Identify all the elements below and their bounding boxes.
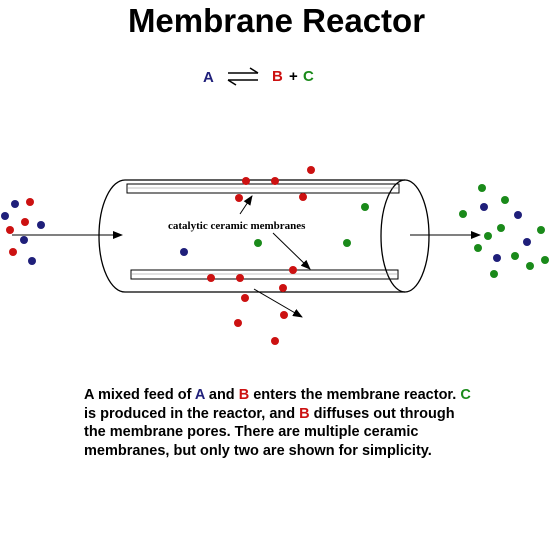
- molecule-c: [497, 224, 505, 232]
- molecule-a: [180, 248, 188, 256]
- caption-part: diffuses out through the membrane pores.…: [84, 405, 455, 459]
- molecule-c: [490, 270, 498, 278]
- molecule-b: [236, 274, 244, 282]
- molecule-b: [279, 284, 287, 292]
- molecule-c: [361, 203, 369, 211]
- molecule-c: [254, 239, 262, 247]
- reactor-outline: [98, 179, 430, 293]
- molecule-b: [280, 311, 288, 319]
- molecule-c: [511, 252, 519, 260]
- molecule-a: [20, 236, 28, 244]
- reaction-equation: A B + C: [203, 67, 314, 86]
- membrane-label: catalytic ceramic membranes: [168, 220, 306, 232]
- label-arrow-top: [239, 195, 253, 215]
- molecule-a: [514, 211, 522, 219]
- reactor-molecules: [180, 166, 369, 345]
- membrane-top: [126, 183, 400, 194]
- caption-a: A: [194, 387, 205, 403]
- molecule-a: [1, 212, 9, 220]
- molecule-a: [493, 254, 501, 262]
- molecule-c: [537, 226, 545, 234]
- molecule-b: [242, 177, 250, 185]
- molecule-a: [523, 238, 531, 246]
- molecule-c: [478, 184, 486, 192]
- caption-b: B: [299, 405, 310, 422]
- reactor-vessel: [98, 179, 430, 293]
- outlet-molecules: [459, 184, 549, 278]
- equation-product-c: C: [303, 68, 314, 85]
- molecule-a: [480, 203, 488, 211]
- molecule-b: [26, 198, 34, 206]
- molecule-b: [234, 319, 242, 327]
- molecule-c: [501, 196, 509, 204]
- molecule-b: [9, 248, 17, 256]
- molecule-b: [235, 194, 243, 202]
- caption-part: and: [204, 387, 239, 403]
- equation-product-b: B: [272, 68, 283, 85]
- feed-molecules: [1, 198, 45, 265]
- reactor-inner-end: [380, 179, 406, 293]
- molecule-b: [271, 337, 279, 345]
- molecule-a: [37, 221, 45, 229]
- equation-reactant-a: A: [203, 69, 214, 86]
- diagram-title: Membrane Reactor: [127, 2, 426, 39]
- molecule-c: [459, 210, 467, 218]
- equation-plus: +: [289, 68, 298, 85]
- molecule-b: [207, 274, 215, 282]
- molecule-b: [241, 294, 249, 302]
- caption-part: enters the membrane reactor.: [249, 387, 461, 403]
- molecule-c: [541, 256, 549, 264]
- caption-part: A mixed feed of: [84, 387, 195, 403]
- molecule-b: [6, 226, 14, 234]
- molecule-b: [289, 266, 297, 274]
- b-diffusion-arrow: [253, 288, 303, 318]
- caption-c: C: [460, 387, 471, 403]
- label-arrow-bottom: [272, 232, 311, 270]
- molecule-a: [28, 257, 36, 265]
- molecule-c: [343, 239, 351, 247]
- caption-b: B: [238, 387, 250, 403]
- molecule-c: [484, 232, 492, 240]
- molecule-a: [11, 200, 19, 208]
- molecule-b: [21, 218, 29, 226]
- ceramic-membranes: [126, 183, 400, 280]
- molecule-b: [307, 166, 315, 174]
- caption-text: A mixed feed of A and B enters the membr…: [84, 386, 474, 460]
- equilibrium-arrows-icon: [227, 67, 259, 86]
- molecule-b: [271, 177, 279, 185]
- caption-part: is produced in the reactor, and: [84, 405, 300, 422]
- molecule-c: [526, 262, 534, 270]
- membrane-bottom: [130, 269, 399, 280]
- molecule-b: [299, 193, 307, 201]
- molecule-c: [474, 244, 482, 252]
